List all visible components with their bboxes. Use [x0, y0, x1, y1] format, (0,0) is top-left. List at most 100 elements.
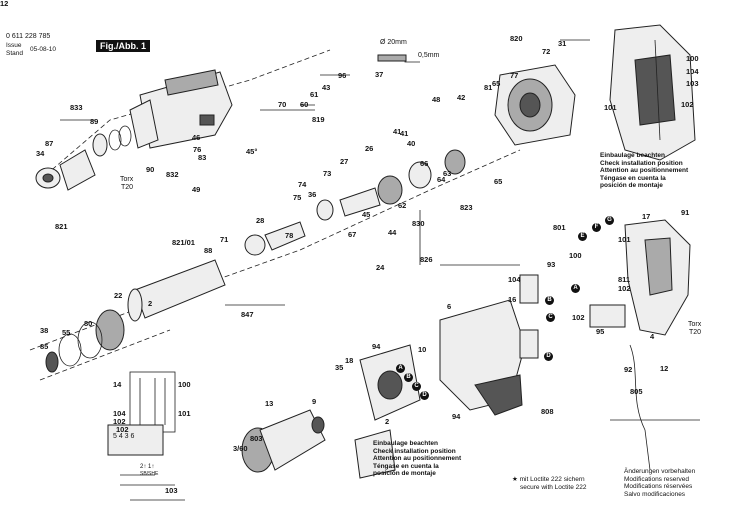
part-number-label: 0 611 228 785 [6, 33, 51, 40]
part-number: 832 [166, 170, 179, 179]
switch-sub2: SB/SHE [140, 471, 159, 477]
part-number: 41 [400, 129, 409, 138]
part-number: 819 [312, 115, 325, 124]
part-number: 102 [618, 284, 631, 293]
part-number: 102 [116, 425, 129, 434]
part-number: 833 [70, 103, 83, 112]
part-number: 805 [630, 387, 643, 396]
part-number: 22 [114, 291, 123, 300]
part-number: 14 [113, 380, 122, 389]
part-number: 62 [398, 201, 407, 210]
part-number: 100 [686, 54, 699, 63]
part-number: 96 [338, 71, 347, 80]
part-number: 85 [40, 342, 49, 351]
part-number: 12 [660, 364, 669, 373]
part-number: 104 [686, 67, 699, 76]
middle-parts [244, 149, 466, 256]
part-number: 101 [604, 103, 617, 112]
chuck-parts [35, 125, 132, 191]
part-number: 28 [256, 216, 265, 225]
issue-label: Issue [6, 42, 22, 49]
circle-label: D [544, 352, 553, 361]
gear-housing [129, 69, 233, 149]
part-number: 821 [55, 222, 68, 231]
dimension-sketch [377, 54, 420, 63]
part-number: 24 [376, 263, 385, 272]
guide-line-left [39, 329, 171, 381]
part-number: 2 [148, 299, 153, 308]
torx-label-b: Torx [688, 321, 702, 328]
stand-label: Stand [6, 50, 23, 57]
torx-size-b: T20 [689, 329, 702, 336]
circle-label: F [592, 223, 601, 232]
part-number: 45° [246, 147, 258, 156]
switch-sub: 2↑ 1↑ [140, 464, 155, 470]
circle-label: A [571, 284, 580, 293]
part-number: 104 [508, 275, 521, 284]
part-number: 72 [542, 47, 551, 56]
part-number: 803 [250, 434, 263, 443]
part-number: 4 [650, 332, 655, 341]
part-number: 67 [348, 230, 357, 239]
part-number: 95 [596, 327, 605, 336]
part-number: 31 [558, 39, 567, 48]
part-number: 48 [432, 95, 441, 104]
circle-label: E [578, 232, 587, 241]
part-number: 101 [178, 409, 191, 418]
handle-top-right [609, 24, 696, 161]
switch-schematic [107, 371, 176, 486]
circle-label: C [412, 382, 421, 391]
motor-housing-10 [439, 299, 526, 416]
part-number: 26 [365, 144, 374, 153]
torx-size-a: T20 [121, 184, 134, 191]
part-number: 83 [198, 153, 207, 162]
part-number: 102 [681, 100, 694, 109]
part-number: 826 [420, 255, 433, 264]
part-number: 45 [362, 210, 371, 219]
part-number: 847 [241, 310, 254, 319]
part-number: 66 [420, 159, 429, 168]
part-number: 36 [308, 190, 317, 199]
part-number: 102 [572, 313, 585, 322]
part-number: 81 [484, 83, 493, 92]
part-number: 60 [300, 100, 309, 109]
part-number: 73 [323, 169, 332, 178]
handle-17 [624, 219, 691, 336]
dim-d05: 0,5mm [418, 52, 440, 59]
part-number: 100 [178, 380, 191, 389]
part-number: 43 [322, 83, 331, 92]
part-number: 75 [293, 193, 302, 202]
circle-label: G [605, 216, 614, 225]
part-number: 49 [192, 185, 201, 194]
circle-label: A [396, 364, 405, 373]
part-number: 801 [553, 223, 566, 232]
part-number: 9 [312, 397, 317, 406]
part-number: 821/01 [172, 238, 195, 247]
part-number: 2 [385, 417, 390, 426]
part-number: 89 [90, 117, 99, 126]
part-number: 3/60 [233, 444, 248, 453]
part-number: 40 [407, 139, 416, 148]
part-number: 55 [62, 328, 71, 337]
part-number: 63 [443, 169, 452, 178]
part-number: 71 [220, 235, 229, 244]
part-number: 74 [298, 180, 307, 189]
part-number: 41 [393, 127, 402, 136]
part-number: 46 [192, 133, 201, 142]
part-number: 10 [418, 345, 427, 354]
part-number: 34 [36, 149, 45, 158]
part-number: 103 [165, 486, 178, 495]
part-number: 93 [547, 260, 556, 269]
part-number: 104 [113, 409, 126, 418]
part-number: 78 [285, 231, 294, 240]
part-number: 70 [278, 100, 287, 109]
circle-label: C [546, 313, 555, 322]
part-number: 101 [618, 235, 631, 244]
part-number: 65 [494, 177, 503, 186]
circle-label: B [545, 296, 554, 305]
field-stator [354, 344, 421, 479]
part-number: 92 [624, 365, 633, 374]
